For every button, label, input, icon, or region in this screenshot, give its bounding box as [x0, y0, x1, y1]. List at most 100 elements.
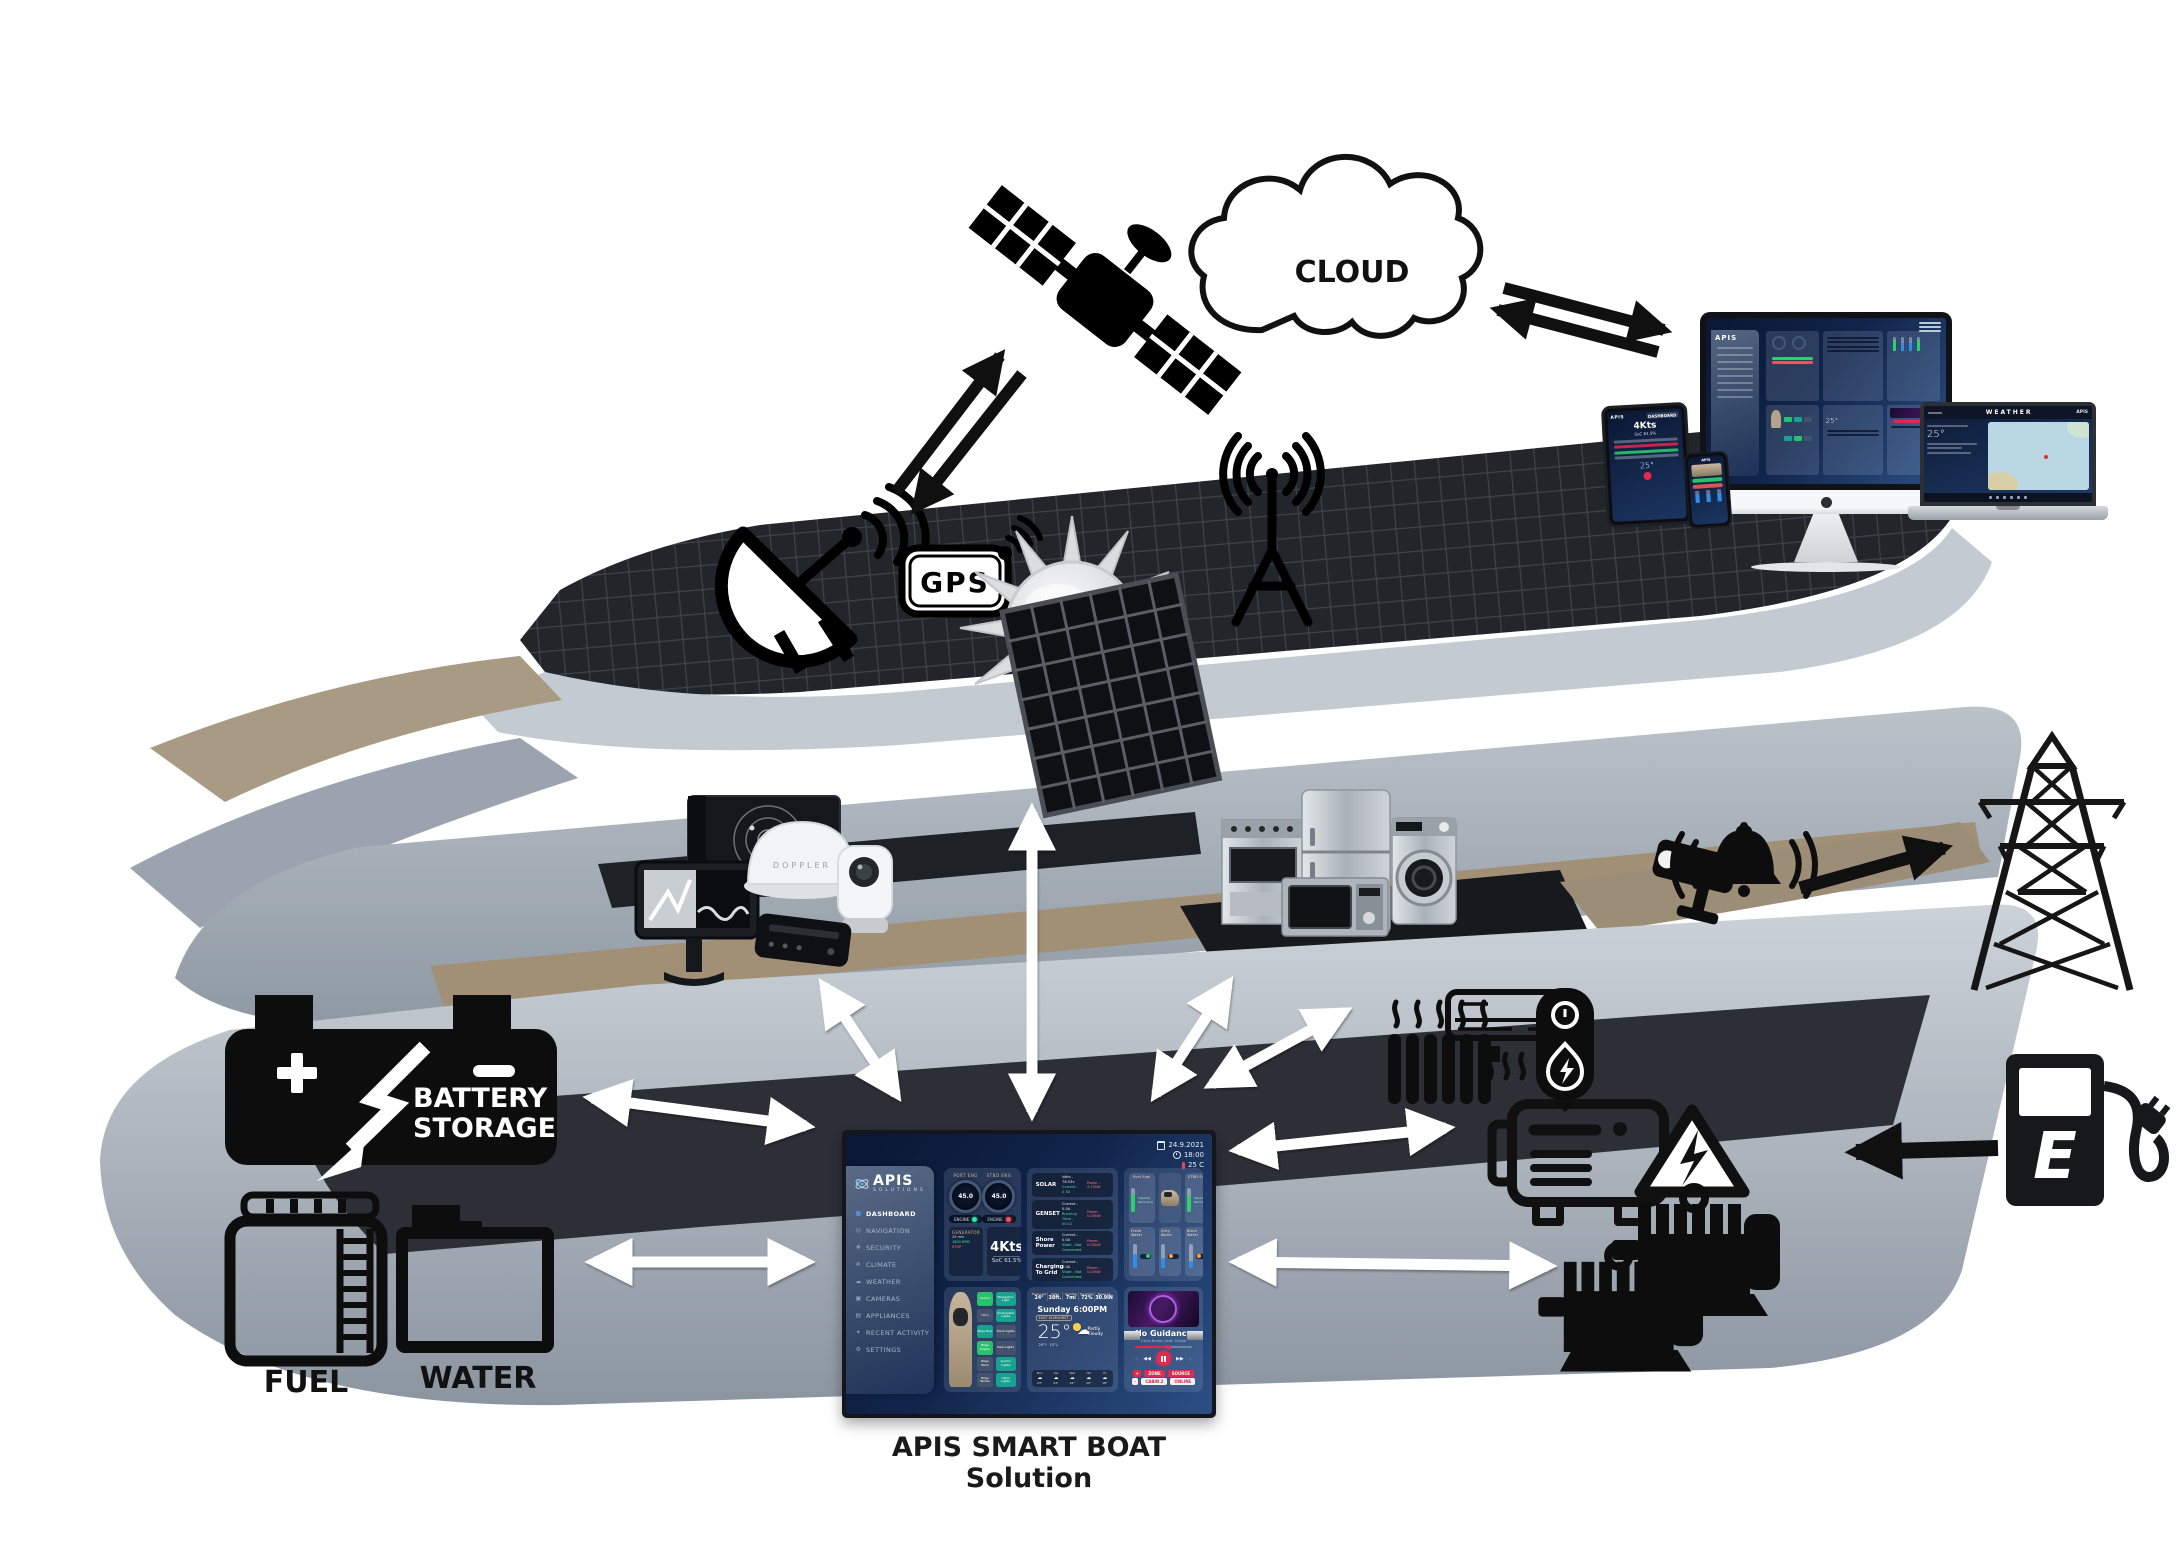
- sidebar-item-dashboard[interactable]: ▦DASHBOARD: [855, 1209, 916, 1218]
- sidebar-item-climate[interactable]: ❄CLIMATE: [855, 1260, 897, 1269]
- cabin-lights-button[interactable]: Cabin Lights: [995, 1373, 1016, 1387]
- navigation-light-button[interactable]: Navigation Light: [995, 1292, 1016, 1307]
- sidebar-item-navigation[interactable]: ◎NAVIGATION: [855, 1226, 911, 1235]
- monitor-logo-dot: [1820, 496, 1832, 508]
- sidebar-item-settings[interactable]: ⚙SETTINGS: [855, 1345, 902, 1354]
- diagram-caption: APIS SMART BOAT Solution: [891, 1432, 1167, 1494]
- chartplotter-icon: [634, 860, 760, 986]
- cloud-icon: CLOUD: [1188, 153, 1484, 339]
- horn-button[interactable]: Horn: [976, 1308, 994, 1323]
- monitor-frame: APIS 25°: [1700, 312, 1952, 490]
- shuffle-icon[interactable]: ◇: [1135, 1356, 1139, 1362]
- calendar-icon: [1157, 1140, 1166, 1150]
- boat-thumbnail: [1158, 1173, 1181, 1223]
- fuel-tank-icon: [224, 1191, 388, 1367]
- fresh-water-tank: Fresh Water: [1128, 1226, 1155, 1277]
- black-water-toggle[interactable]: [1195, 1253, 1203, 1259]
- link-satellite-dish-arrows: [891, 349, 1027, 515]
- media-progress-bar[interactable]: [1134, 1344, 1192, 1350]
- rewind-button[interactable]: ◀◀: [1143, 1355, 1151, 1362]
- monitor-cards: 25°: [1766, 331, 1940, 475]
- forward-button[interactable]: ▶▶: [1175, 1355, 1184, 1362]
- fresh-water-pump-toggle[interactable]: [1139, 1253, 1151, 1259]
- port-engine-toggle[interactable]: ENGINE: [949, 1215, 983, 1223]
- clock-icon: [1172, 1151, 1181, 1159]
- sidebar-item-appliances[interactable]: ▤APPLIANCES: [855, 1311, 910, 1320]
- laptop-taskbar: [1924, 493, 2092, 502]
- monitor-screen: APIS 25°: [1706, 318, 1946, 484]
- deck-lights-button[interactable]: Deck Lights: [995, 1324, 1016, 1339]
- engines-card: PORT ENG 45.0 ENGINE STBD ENG 45.0 ENGIN…: [944, 1168, 1021, 1282]
- album-art: [1127, 1291, 1199, 1328]
- water-label: WATER: [420, 1361, 537, 1396]
- partly-cloudy-icon: ☁: [1073, 1323, 1090, 1339]
- bilge-engine-button[interactable]: Bilge Engine: [976, 1340, 994, 1355]
- port-engine-label: PORT ENG: [953, 1173, 978, 1178]
- state-of-charge: SoC 61.5%: [991, 1257, 1021, 1264]
- appliance-icon: ▤: [855, 1312, 862, 1319]
- boat-roof-rim: [470, 528, 1992, 751]
- laptop-device: WEATHER APIS 25°: [1908, 402, 2108, 520]
- repeat-icon[interactable]: ◇: [1188, 1356, 1192, 1362]
- link-cloud-devices-arrows: [1489, 282, 1673, 358]
- stbd-engine-gauge: 45.0: [982, 1180, 1016, 1213]
- boat-speed: 4Kts: [990, 1239, 1021, 1255]
- sidebar-item-security[interactable]: ❖SECURITY: [855, 1243, 902, 1252]
- stbd-engine-toggle[interactable]: ENGINE: [982, 1215, 1016, 1223]
- source-button[interactable]: SOURCE: [1167, 1369, 1194, 1377]
- ev-charger-letter: E: [2033, 1120, 2077, 1194]
- source-value[interactable]: ONLINE: [1170, 1378, 1196, 1386]
- phone-device: APIS: [1683, 450, 1733, 530]
- zone-button[interactable]: ZONE: [1144, 1369, 1165, 1377]
- dashboard-grid-icon: ▦: [855, 1210, 862, 1217]
- weather-forecast: Mon☁23° Tue☁24° Wed☁22° Thu☁20° Fri☁18°: [1031, 1369, 1113, 1387]
- grey-water-toggle[interactable]: [1167, 1253, 1179, 1259]
- generator-stop-button[interactable]: STOP: [952, 1245, 962, 1249]
- boat-controls-card: Anchor Navigation Light Horn Underwater …: [944, 1287, 1021, 1392]
- bilge-bow-button[interactable]: Bilge Bow: [976, 1324, 994, 1339]
- bilge-tender-button[interactable]: Bilge Tender: [976, 1373, 994, 1387]
- solar-panel-icon: [999, 572, 1223, 819]
- radar-dome-label: DOPPLER: [773, 861, 831, 870]
- status-date: 24.9.2021: [1168, 1141, 1204, 1149]
- logo-sub: SOLUTIONS: [873, 1188, 926, 1193]
- monitor-base: [1751, 562, 1901, 572]
- fuel-label: FUEL: [264, 1365, 348, 1400]
- apis-logo: APIS SOLUTIONS: [846, 1166, 934, 1197]
- underwater-lights-button[interactable]: Underwater Lights: [995, 1308, 1016, 1323]
- sidebar-item-weather[interactable]: ☁WEATHER: [855, 1277, 901, 1286]
- monitor-brand: APIS: [1715, 334, 1738, 342]
- sidebar-item-recent-activity[interactable]: ✦RECENT ACTIVITY: [855, 1328, 930, 1337]
- anchor-button[interactable]: Anchor: [976, 1292, 994, 1307]
- laptop-base: [1908, 506, 2108, 520]
- weather-datetime: Sunday 6:00PM: [1037, 1305, 1108, 1315]
- thermal-camera-icon: [837, 845, 893, 933]
- pause-button[interactable]: [1155, 1351, 1171, 1367]
- anchor-lights-button[interactable]: Anchor Lights: [995, 1357, 1016, 1371]
- tablet-screen: APIS DASHBOARD 4Kts SoC 61.5% 25°: [1607, 408, 1687, 522]
- apis-dashboard-screen: 24.9.2021 18:00 25 C APIS SOLUTIONS ▦DAS…: [846, 1134, 1212, 1414]
- map-pin-icon: [2043, 454, 2048, 459]
- bilge-stern-button[interactable]: Bilge Stern: [976, 1357, 994, 1371]
- ais-transponder-icon: [754, 913, 852, 967]
- sidebar-menu: ▦DASHBOARD ◎NAVIGATION ❖SECURITY ❄CLIMAT…: [846, 1205, 934, 1358]
- sidebar-item-cameras[interactable]: ▣CAMERAS: [855, 1294, 901, 1303]
- rear-lights-button[interactable]: Rear Lights: [995, 1340, 1016, 1355]
- cloud-label: CLOUD: [1295, 255, 1410, 290]
- generator-icon: [1487, 1099, 1750, 1226]
- radio-antenna-icon: [1219, 432, 1325, 627]
- stbd-engine-label: STBD ENG: [986, 1173, 1012, 1178]
- zone-value[interactable]: CABIN 2: [1141, 1378, 1168, 1386]
- navigation-equipment: DOPPLER: [634, 795, 893, 986]
- link-camera-tower-arrow: [1798, 835, 1954, 895]
- dashboard-sidebar: APIS SOLUTIONS ▦DASHBOARD ◎NAVIGATION ❖S…: [846, 1166, 934, 1394]
- zone-plus-button[interactable]: +: [1132, 1369, 1142, 1377]
- track-artist: Chris Brown feat. Drake: [1140, 1338, 1187, 1344]
- zone-minus-button[interactable]: -: [1131, 1378, 1139, 1386]
- dashboard-status-bar: 24.9.2021 18:00 25 C: [1157, 1140, 1204, 1170]
- ev-charger-icon: E: [2006, 1054, 2171, 1206]
